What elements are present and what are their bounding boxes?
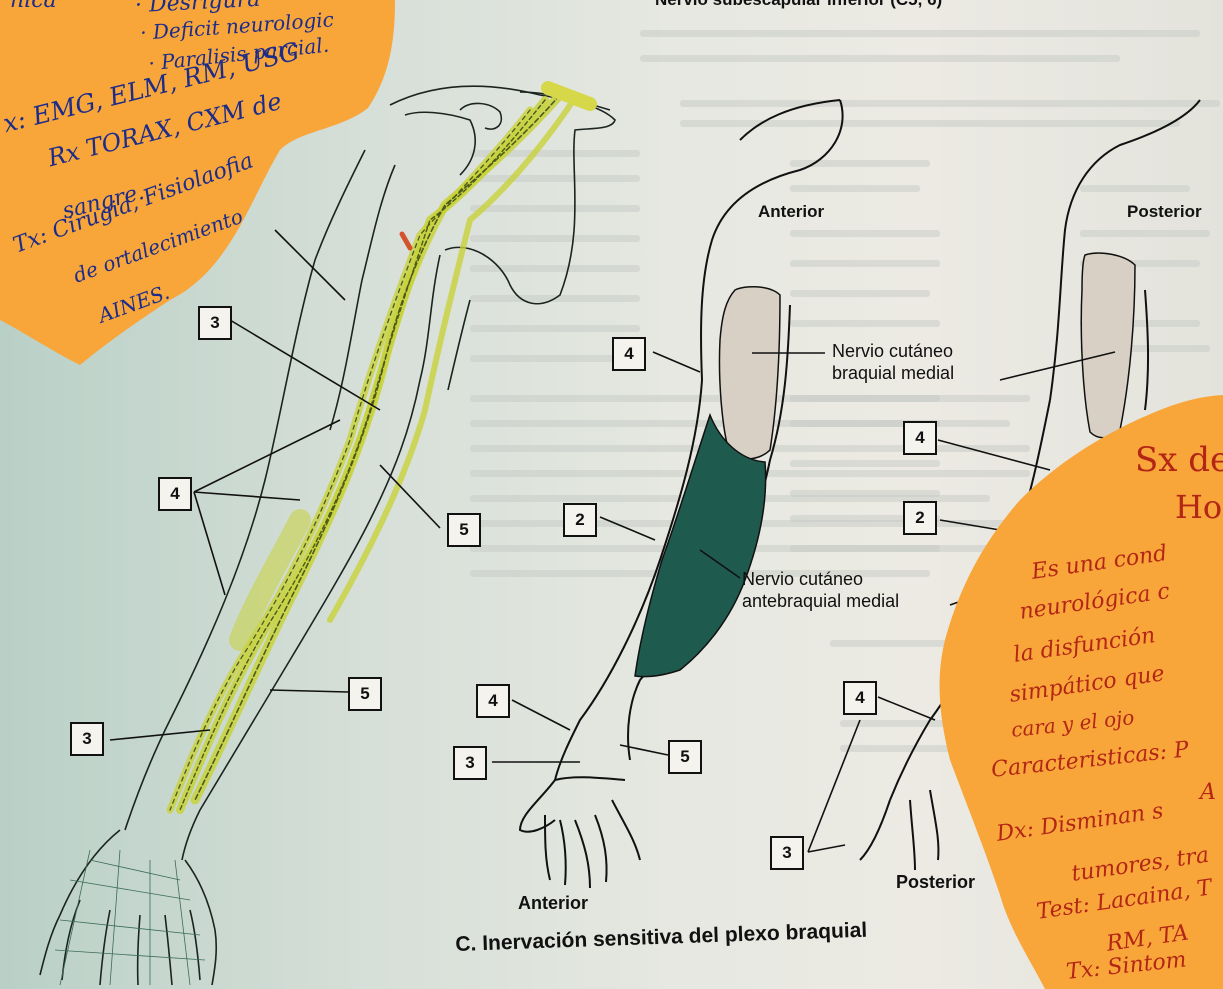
medial-brachial-zone-anterior [719, 287, 780, 459]
label-medial-antebrachial-line1: Nervio cutáneo [742, 568, 899, 590]
callout-4-left: 4 [158, 477, 192, 511]
callout-3-right: 3 [770, 836, 804, 870]
callout-4-right-top: 4 [903, 421, 937, 455]
label-medial-brachial: Nervio cutáneo braquial medial [832, 340, 954, 384]
view-label-posterior-top: Posterior [1127, 202, 1202, 222]
callout-4-mid-low: 4 [476, 684, 510, 718]
callout-2-mid: 2 [563, 503, 597, 537]
label-medial-brachial-line1: Nervio cutáneo [832, 340, 954, 362]
note-tl-0: nica [10, 0, 57, 13]
label-medial-antebrachial: Nervio cutáneo antebraquial medial [742, 568, 899, 612]
view-label-anterior-bottom: Anterior [518, 893, 588, 914]
callout-3-left-low: 3 [70, 722, 104, 756]
label-medial-antebrachial-line2: antebraquial medial [742, 590, 899, 612]
top-caption: Nervio subescapular inferior (C5, 6) [655, 0, 942, 10]
label-medial-brachial-line2: braquial medial [832, 362, 954, 384]
callout-5-left-mid: 5 [447, 513, 481, 547]
medial-brachial-zone-posterior [1081, 253, 1135, 438]
callout-3-mid: 3 [453, 746, 487, 780]
callout-4-mid-top: 4 [612, 337, 646, 371]
callout-5-mid: 5 [668, 740, 702, 774]
callout-3-left-upper: 3 [198, 306, 232, 340]
callout-2-right: 2 [903, 501, 937, 535]
note-br-1: Hor [1175, 488, 1223, 526]
callout-4-right-low: 4 [843, 681, 877, 715]
view-label-posterior-bottom: Posterior [896, 872, 975, 893]
note-br-8: A [1200, 780, 1216, 805]
note-br-0: Sx de [1135, 440, 1223, 480]
view-label-anterior-top: Anterior [758, 202, 824, 222]
callout-5-left-low: 5 [348, 677, 382, 711]
